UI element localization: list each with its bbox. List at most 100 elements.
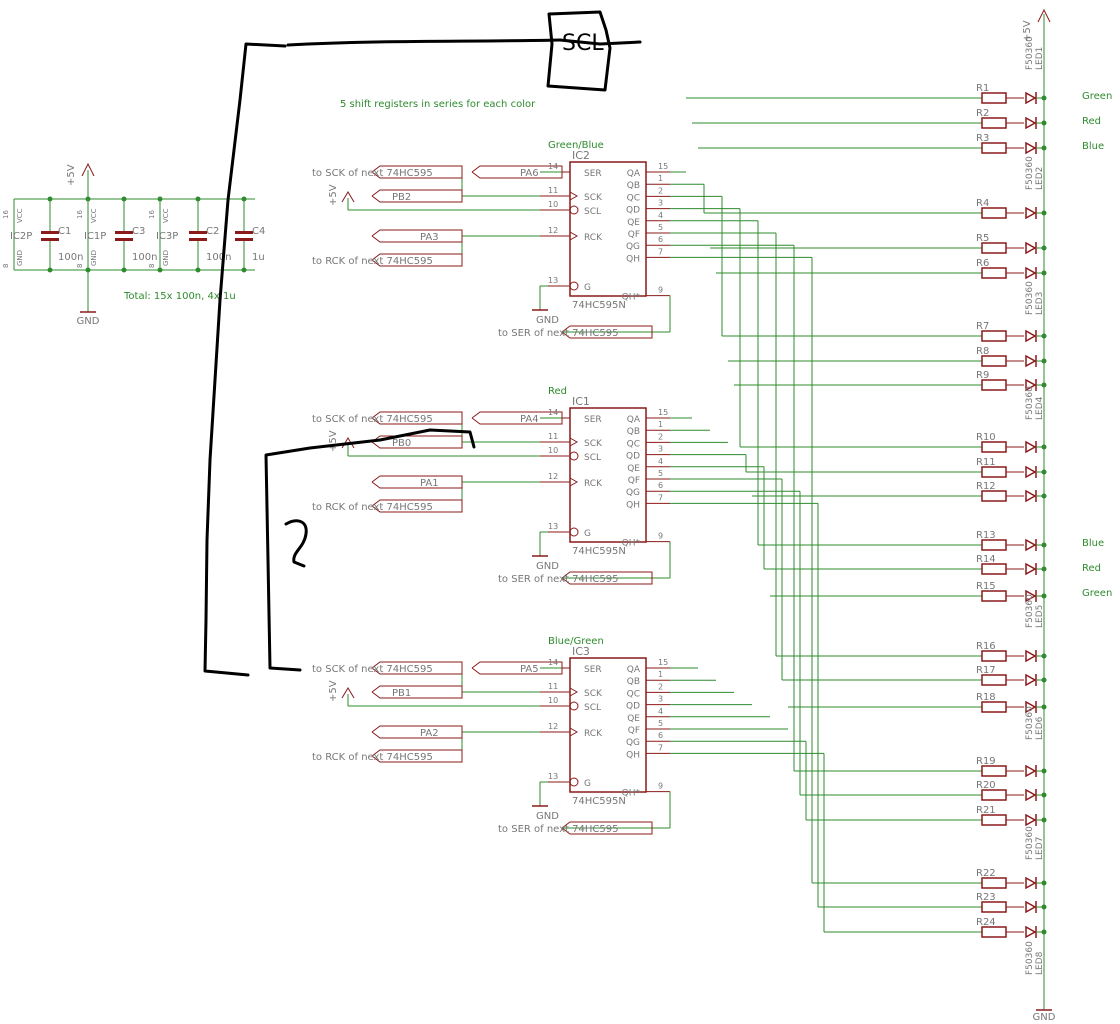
cap-name: C3 bbox=[132, 226, 145, 237]
junction bbox=[241, 267, 247, 273]
gnd-label: GND bbox=[77, 316, 100, 327]
junction bbox=[157, 267, 163, 273]
chip-part: 74HC595N bbox=[572, 796, 626, 807]
to-next-ser: to SER of next 74HC595 bbox=[498, 824, 618, 835]
rck-tag bbox=[371, 475, 463, 489]
chip-pin-num: 5 bbox=[658, 223, 663, 232]
next-sck-tag bbox=[371, 165, 463, 179]
gnd-pin-label: GND bbox=[90, 250, 98, 266]
chip-pin-label: QH bbox=[626, 254, 640, 264]
resistor-name: R19 bbox=[976, 756, 996, 767]
resistor bbox=[981, 330, 1007, 342]
chip-pin-num: 14 bbox=[548, 162, 558, 171]
vcc-label: VCC bbox=[162, 208, 170, 223]
chip-pin-label: RCK bbox=[584, 479, 603, 489]
chip-pin-num: 14 bbox=[548, 408, 558, 417]
resistor-name: R24 bbox=[976, 917, 996, 928]
supply-arrow bbox=[341, 191, 355, 203]
ser-net: PA5 bbox=[520, 664, 539, 675]
next-sck-tag bbox=[371, 411, 463, 425]
chip-pin-label: QC bbox=[627, 439, 640, 449]
junction bbox=[1041, 210, 1047, 216]
chip-supply: +5V bbox=[328, 184, 339, 206]
chip-pin-label: RCK bbox=[584, 233, 603, 243]
chip-pin-num: 11 bbox=[548, 682, 558, 691]
junction bbox=[1041, 904, 1047, 910]
led-part: F50360 bbox=[1025, 281, 1035, 315]
chip-pin-label: QG bbox=[626, 738, 640, 748]
clock-marker bbox=[569, 727, 579, 737]
junction bbox=[1041, 542, 1047, 548]
junction bbox=[1041, 382, 1047, 388]
chip-title: Blue/Green bbox=[548, 636, 604, 647]
resistor-name: R6 bbox=[976, 258, 989, 269]
chip-pin-num: 12 bbox=[548, 226, 558, 235]
clock-marker bbox=[569, 191, 579, 201]
cap-plate bbox=[115, 231, 133, 234]
resistor-name: R2 bbox=[976, 108, 989, 119]
ser-tag bbox=[471, 661, 563, 675]
resistor-name: R10 bbox=[976, 432, 996, 443]
junction bbox=[1041, 593, 1047, 599]
junction bbox=[1041, 120, 1047, 126]
chip-pin-label: QB bbox=[627, 181, 640, 191]
resistor bbox=[981, 441, 1007, 453]
chip-pin-label: SER bbox=[584, 415, 602, 425]
junction bbox=[47, 267, 53, 273]
rail-gnd-label: GND bbox=[1033, 1012, 1056, 1023]
resistor-name: R23 bbox=[976, 892, 996, 903]
junction bbox=[47, 196, 53, 202]
led-diode bbox=[1025, 876, 1037, 890]
pin-num: 16 bbox=[2, 210, 10, 219]
led-color-mid: Blue bbox=[1082, 538, 1104, 549]
resistor-name: R14 bbox=[976, 554, 996, 565]
resistor bbox=[981, 789, 1007, 801]
chip-pin-label: QD bbox=[626, 206, 640, 216]
chip-pin-label: QF bbox=[628, 230, 640, 240]
resistor bbox=[981, 701, 1007, 713]
cap-plate bbox=[115, 238, 133, 241]
pin-num: 16 bbox=[76, 210, 84, 219]
cap-plate bbox=[189, 231, 207, 234]
junction bbox=[241, 196, 247, 202]
led-diode bbox=[1025, 900, 1037, 914]
chip-ref: IC3 bbox=[572, 645, 590, 658]
note-text: 5 shift registers in series for each col… bbox=[340, 99, 536, 110]
to-next-sck: to SCK of next 74HC595 bbox=[312, 414, 433, 425]
chip-pin-label: SCK bbox=[584, 689, 603, 699]
clock-marker bbox=[569, 687, 579, 697]
junction bbox=[195, 196, 201, 202]
wires-layer bbox=[13, 8, 1052, 1011]
chip-pin-num: 15 bbox=[658, 658, 668, 667]
resistor bbox=[981, 142, 1007, 154]
led-part: F50360 bbox=[1025, 826, 1035, 860]
to-next-sck: to SCK of next 74HC595 bbox=[312, 168, 433, 179]
led-diode bbox=[1025, 649, 1037, 663]
chip-pin-label: QD bbox=[626, 452, 640, 462]
chip-pin-label: QH* bbox=[622, 293, 641, 303]
chip-body bbox=[569, 657, 647, 793]
chip-pin-num: 3 bbox=[658, 445, 663, 454]
next-ser-tag bbox=[561, 325, 653, 339]
chip-pin-label: SCK bbox=[584, 439, 603, 449]
chip-pin-label: QE bbox=[627, 218, 640, 228]
chip-pin-num: 13 bbox=[548, 276, 558, 285]
chip-body bbox=[569, 161, 647, 297]
chip-pin-label: QD bbox=[626, 702, 640, 712]
resistor-name: R12 bbox=[976, 481, 996, 492]
chip-part: 74HC595N bbox=[572, 546, 626, 557]
chip-pin-num: 15 bbox=[658, 408, 668, 417]
chip-pin-num: 11 bbox=[548, 432, 558, 441]
led-part: F50360 bbox=[1025, 594, 1035, 628]
resistor bbox=[981, 674, 1007, 686]
led-diode bbox=[1025, 813, 1037, 827]
supply-arrow bbox=[81, 162, 95, 177]
led-name: LED1 bbox=[1035, 47, 1045, 70]
chip-part: 74HC595N bbox=[572, 300, 626, 311]
sck-tag bbox=[371, 189, 463, 203]
led-part: F50360 bbox=[1025, 706, 1035, 740]
chip-pin-num: 9 bbox=[658, 532, 663, 541]
resistor-name: R8 bbox=[976, 346, 989, 357]
chip-pin-num: 1 bbox=[658, 420, 663, 429]
chip-pin-num: 3 bbox=[658, 695, 663, 704]
